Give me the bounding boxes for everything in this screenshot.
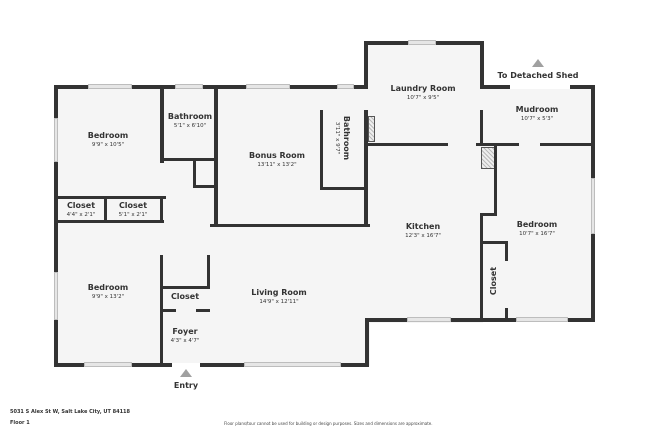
shed-label: To Detached Shed	[497, 71, 579, 80]
wall	[320, 110, 323, 190]
wall	[160, 286, 210, 289]
wall	[365, 318, 369, 367]
floor-label: Floor 1	[10, 420, 30, 426]
window	[516, 317, 568, 322]
wall	[480, 241, 508, 244]
wall	[196, 309, 210, 312]
window	[244, 362, 341, 367]
window	[54, 272, 58, 320]
wall	[54, 85, 366, 89]
wall	[54, 196, 166, 199]
floor-laundry	[365, 43, 483, 323]
wall	[193, 160, 196, 188]
wall	[480, 110, 483, 146]
room-closet-4: Closet	[489, 266, 498, 296]
chimney-hatch	[368, 116, 375, 142]
floor-left-wing	[55, 86, 165, 366]
window	[88, 84, 132, 89]
wall	[483, 143, 519, 146]
wall	[160, 158, 216, 161]
wall	[160, 309, 176, 312]
wall	[160, 85, 164, 163]
window	[407, 317, 451, 322]
window	[408, 40, 436, 45]
window	[175, 84, 203, 89]
wall	[193, 185, 218, 188]
wall	[480, 213, 497, 216]
window	[337, 84, 354, 89]
wall	[207, 255, 210, 289]
floor-right-wing	[480, 86, 595, 320]
window	[591, 178, 595, 234]
wall	[54, 363, 367, 367]
wall	[320, 187, 368, 190]
room-closet-3: Closet	[170, 292, 200, 301]
wall	[104, 196, 107, 222]
entry-door-opening	[172, 363, 200, 367]
wall	[505, 308, 508, 321]
window	[246, 84, 290, 89]
shed-door-opening	[510, 85, 570, 89]
wall	[540, 143, 595, 146]
shed-triangle-up-icon	[532, 59, 544, 67]
window	[84, 362, 132, 367]
wall	[54, 85, 58, 366]
wall	[505, 241, 508, 261]
disclaimer: Floor plans/tour cannot be used for buil…	[224, 421, 433, 426]
wall	[494, 143, 497, 215]
wall	[364, 110, 368, 227]
wall	[480, 213, 483, 321]
entry-triangle-up-icon	[180, 369, 192, 377]
address: 5031 S Alex St W, Salt Lake City, UT 841…	[10, 409, 131, 415]
wall	[160, 196, 163, 223]
wall	[214, 85, 218, 225]
entry-label: Entry	[173, 381, 199, 390]
wall	[54, 220, 164, 223]
wall	[368, 143, 448, 146]
wall	[210, 224, 370, 227]
wall	[364, 41, 368, 89]
wall	[480, 41, 484, 89]
window	[54, 118, 58, 162]
chimney-hatch	[481, 147, 495, 169]
